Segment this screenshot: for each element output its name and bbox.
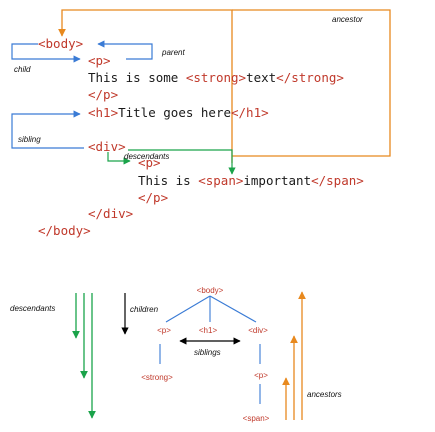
code-body-close: </body> — [38, 223, 91, 238]
parent-label: parent — [161, 48, 185, 57]
ancestor-label: ancestor — [332, 15, 363, 24]
ancestors-arrows — [282, 291, 306, 420]
sibling-connector — [11, 110, 84, 149]
code-body-open: <body> — [38, 36, 83, 51]
tree-node-div: <div> — [248, 326, 268, 335]
code-h1-line: <h1>Title goes here</h1> — [88, 105, 269, 120]
code-inner-p-close: </p> — [138, 190, 168, 205]
tree-node-p: <p> — [157, 326, 171, 335]
tree-node-p2: <p> — [254, 371, 268, 380]
descendants-label-tree: descendants — [10, 304, 55, 313]
descendants-arrows — [72, 293, 96, 419]
code-div-open: <div> — [88, 139, 126, 154]
code-p-close: </p> — [88, 87, 118, 102]
code-p-open: <p> — [88, 53, 111, 68]
child-label: child — [14, 65, 31, 74]
code-inner-p-open: <p> — [138, 155, 161, 170]
siblings-label: siblings — [194, 348, 221, 357]
descendants-connector-top — [107, 149, 236, 175]
child-connector — [11, 43, 81, 63]
tree-node-body: <body> — [197, 286, 224, 295]
tree-node-span: <span> — [243, 414, 270, 423]
ancestor-connector — [58, 9, 391, 163]
code-inner-p-content: This is <span>important</span> — [138, 173, 364, 188]
tree-node-strong: <strong> — [141, 373, 173, 382]
descendants-label-top: descendants — [124, 152, 169, 161]
tree-node-h1: <h1> — [199, 326, 218, 335]
tree-connectors — [159, 295, 261, 404]
sibling-label: sibling — [18, 135, 41, 144]
children-label: children — [130, 305, 159, 314]
parent-connector — [97, 40, 153, 60]
code-p-content: This is some <strong>text</strong> — [88, 70, 344, 85]
ancestors-label: ancestors — [307, 390, 342, 399]
code-div-close: </div> — [88, 206, 133, 221]
